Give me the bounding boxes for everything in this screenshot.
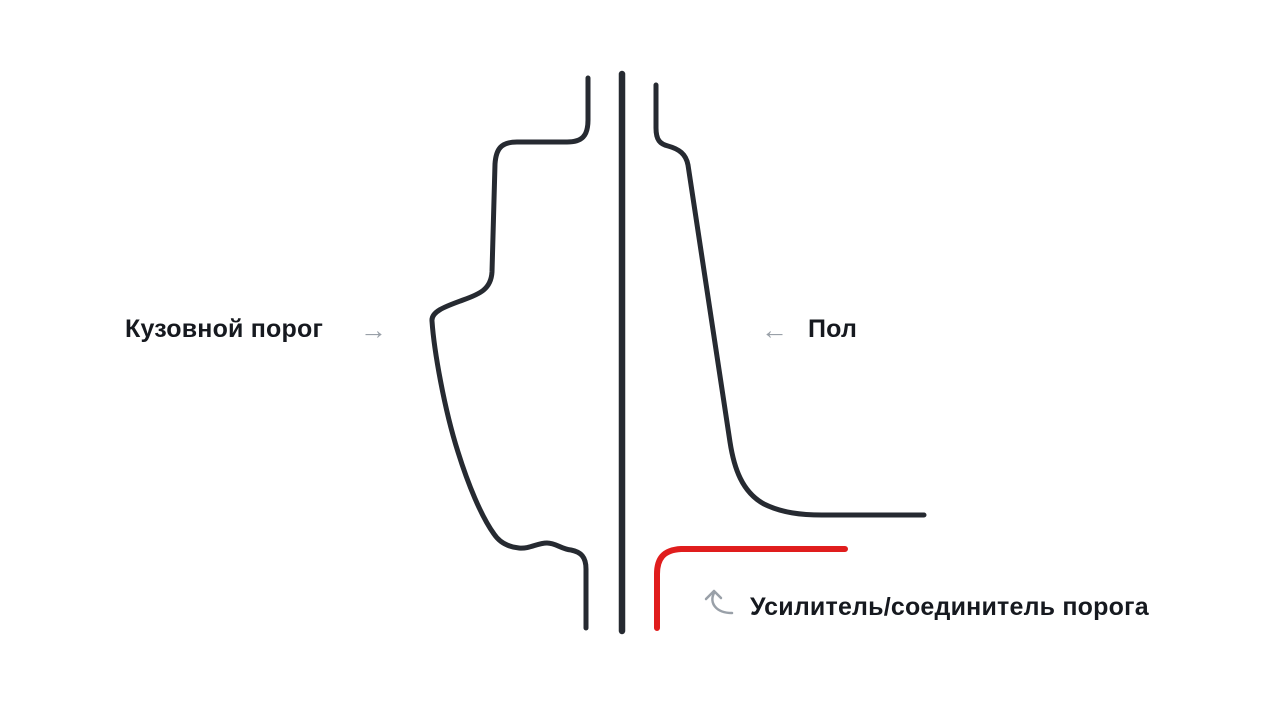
sill-profile-line — [429, 75, 591, 631]
arrow-right-icon: → — [360, 315, 387, 345]
floor-profile-line — [653, 82, 927, 518]
curved-arrow-shaft — [711, 591, 734, 615]
reinforcement-line — [654, 546, 848, 631]
curved-arrow-head — [704, 589, 723, 601]
curved-arrow-icon — [704, 589, 734, 615]
label-floor: Пол — [808, 315, 858, 343]
label-reinforcement: Усилитель/соединитель порога — [750, 593, 1149, 621]
label-sill: Кузовной порог — [125, 315, 324, 343]
arrow-left-icon: ← — [761, 315, 788, 345]
